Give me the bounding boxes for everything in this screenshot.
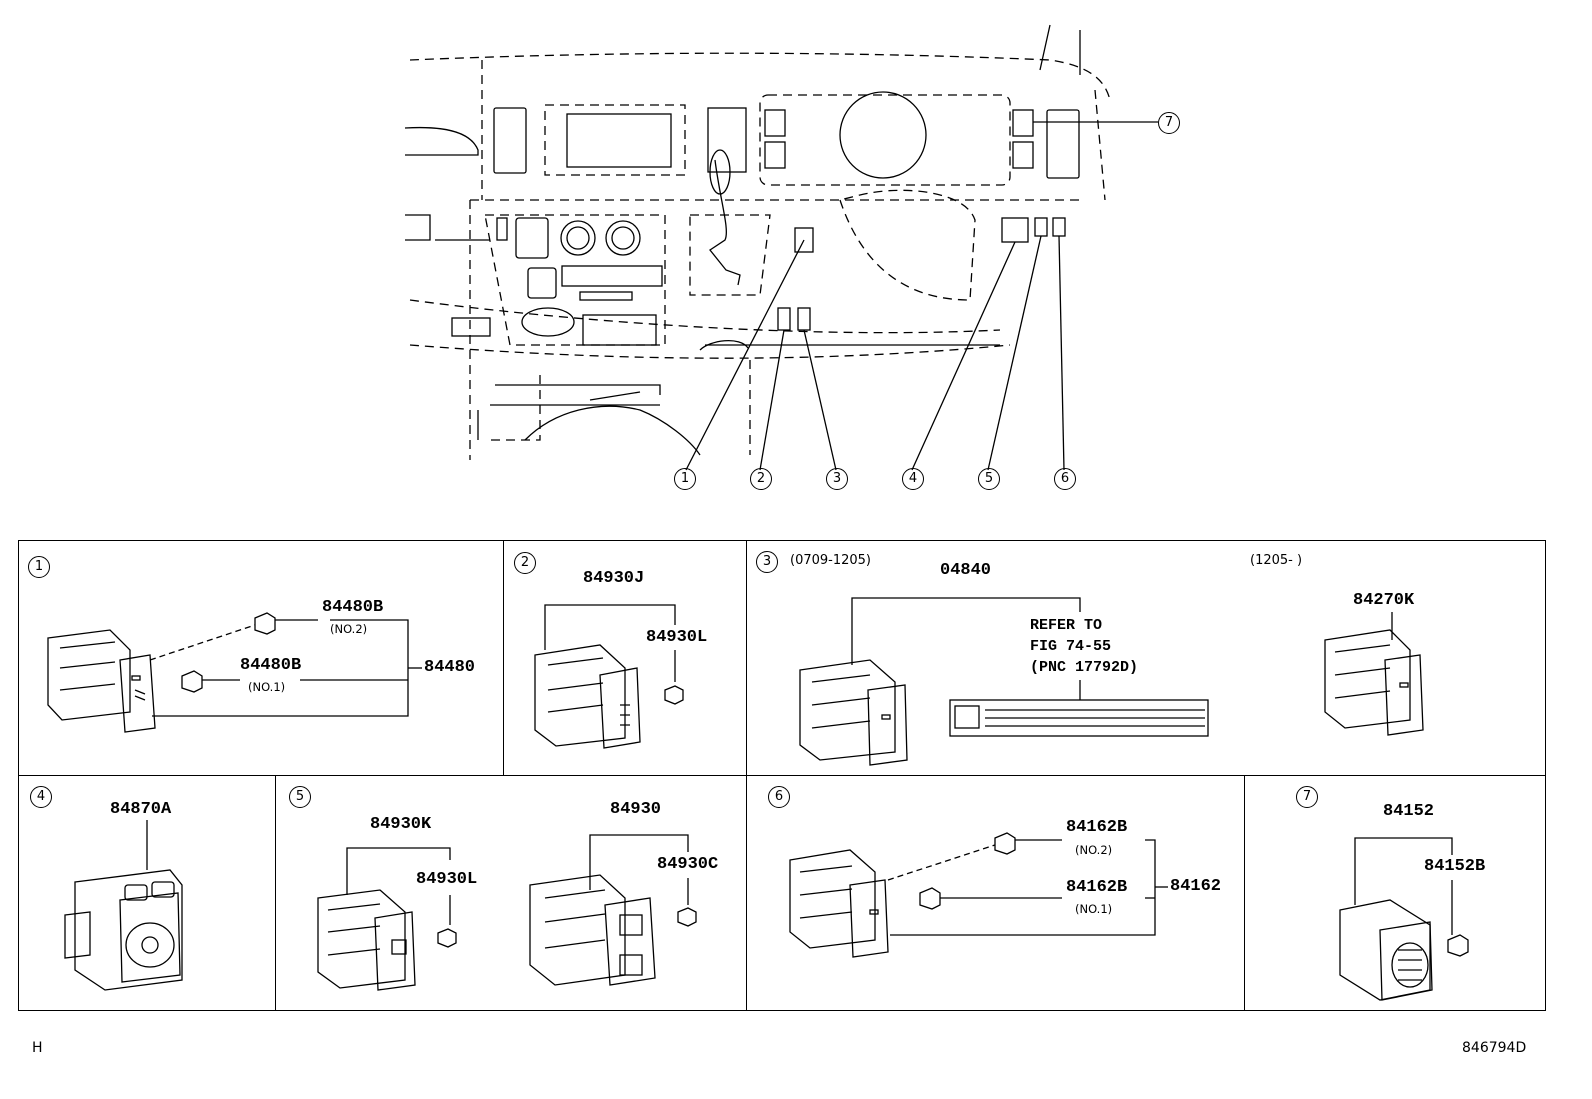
part-84480[interactable]: 84480 (424, 658, 476, 677)
panel-3-range-b: (1205- ) (1250, 553, 1303, 568)
part-84930[interactable]: 84930 (610, 800, 662, 819)
part-84152[interactable]: 84152 (1383, 802, 1435, 821)
part-84870a[interactable]: 84870A (110, 800, 172, 819)
callout-5[interactable]: 5 (978, 468, 1000, 490)
part-84930j[interactable]: 84930J (583, 569, 645, 588)
refer-to-fig-note: REFER TO FIG 74-55 (PNC 17792D) (1030, 617, 1139, 676)
part-84162b-no2[interactable]: 84162B (1066, 818, 1128, 837)
callout-6[interactable]: 6 (1054, 468, 1076, 490)
panel-3 (746, 540, 1546, 776)
part-84162[interactable]: 84162 (1170, 877, 1222, 896)
callout-7[interactable]: 7 (1158, 112, 1180, 134)
part-84162b-no2-note: (NO.2) (1075, 843, 1113, 857)
part-84930k[interactable]: 84930K (370, 815, 432, 834)
panel-5 (275, 775, 747, 1011)
part-84270k[interactable]: 84270K (1353, 591, 1415, 610)
part-84930l-p5[interactable]: 84930L (416, 870, 478, 889)
callout-2[interactable]: 2 (750, 468, 772, 490)
part-84930l[interactable]: 84930L (646, 628, 708, 647)
part-84930c[interactable]: 84930C (657, 855, 719, 874)
part-84162b-no1-note: (NO.1) (1075, 902, 1113, 916)
part-84480b-no1[interactable]: 84480B (240, 656, 302, 675)
panel-7 (1244, 775, 1546, 1011)
panel-7-number: 7 (1296, 786, 1318, 808)
drawing-number: 846794D (1462, 1040, 1527, 1056)
footer-left-code: H (32, 1040, 43, 1056)
panel-6-number: 6 (768, 786, 790, 808)
panel-5-number: 5 (289, 786, 311, 808)
panel-2-number: 2 (514, 552, 536, 574)
part-84480b-no2-note: (NO.2) (330, 622, 368, 636)
panel-1-number: 1 (28, 556, 50, 578)
panel-3-number: 3 (756, 551, 778, 573)
panel-4-number: 4 (30, 786, 52, 808)
part-84480b-no1-note: (NO.1) (248, 680, 286, 694)
callout-1[interactable]: 1 (674, 468, 696, 490)
callout-4[interactable]: 4 (902, 468, 924, 490)
part-84162b-no1[interactable]: 84162B (1066, 878, 1128, 897)
part-04840[interactable]: 04840 (940, 561, 992, 580)
part-84152b[interactable]: 84152B (1424, 857, 1486, 876)
dashboard-overview-drawing (404, 24, 1158, 471)
panel-3-range-a: (0709-1205) (790, 553, 872, 568)
part-84480b-no2[interactable]: 84480B (322, 598, 384, 617)
callout-3[interactable]: 3 (826, 468, 848, 490)
